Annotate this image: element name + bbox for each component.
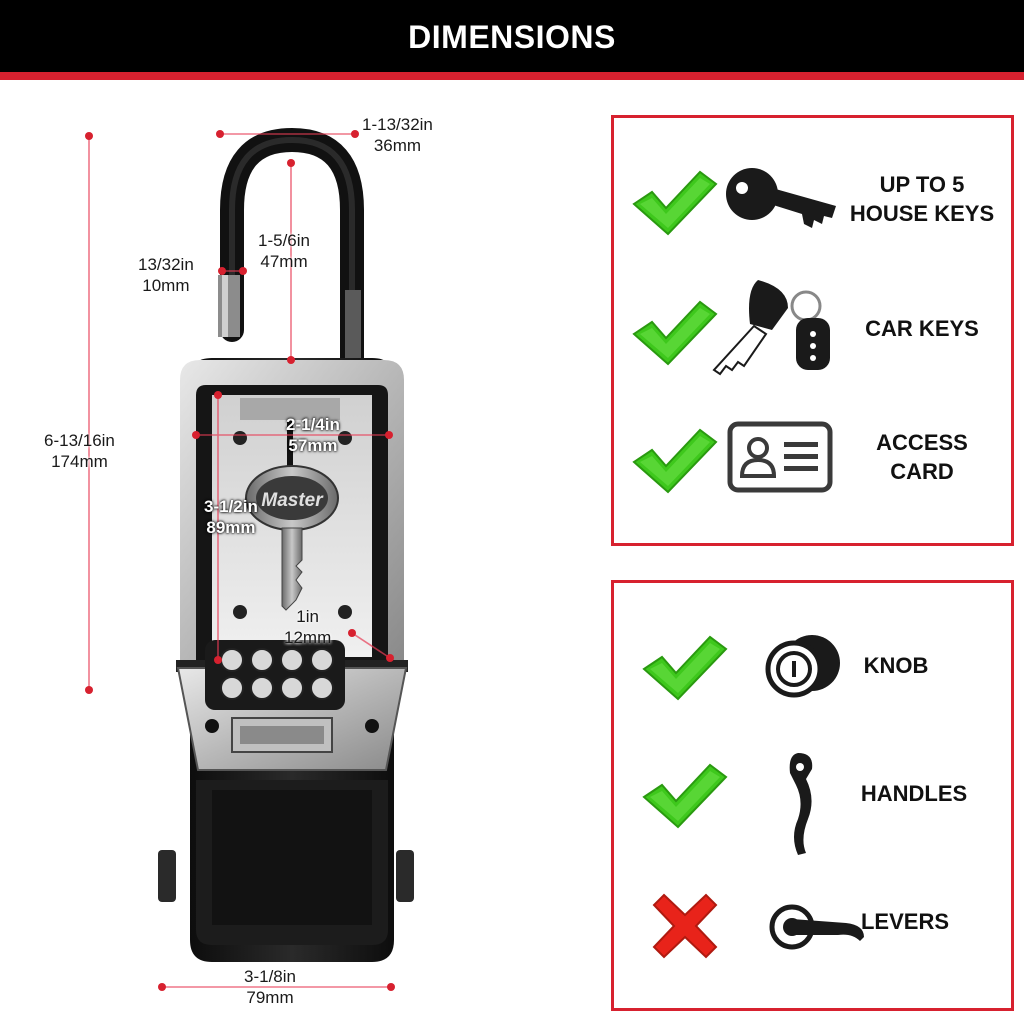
house-keys-label: UP TO 5 HOUSE KEYS (849, 172, 995, 226)
shackle-diameter-label: 13/32in 10mm (138, 255, 194, 295)
total-height-label: 6-13/16in 174mm (44, 431, 115, 471)
inner-width-label: 2-1/4in 57mm (286, 415, 340, 455)
inner-depth-label: 1in 12mm (284, 607, 332, 647)
mounting-row-knob: KNOB (614, 615, 1011, 715)
capacity-row-access-card: ACCESS CARD (614, 406, 1011, 506)
shackle-width-label: 1-13/32in 36mm (362, 115, 433, 155)
header-accent-stripe (0, 72, 1024, 80)
dimension-lines (88, 133, 391, 988)
door-knob-icon (765, 635, 840, 698)
shackle (218, 127, 364, 372)
access-card-label: ACCESS CARD (876, 430, 968, 484)
capacity-panel: UP TO 5 HOUSE KEYS CAR KEYS (611, 115, 1014, 546)
shackle-height-label: 1-5/6in 47mm (258, 231, 310, 271)
key-brand-logo: Master (261, 490, 324, 511)
house-key-icon (726, 168, 836, 228)
capacity-row-house-keys: UP TO 5 HOUSE KEYS (614, 148, 1011, 248)
mounting-panel: KNOB HANDLES LEVERS (611, 580, 1014, 1011)
mounting-row-handles: HANDLES (614, 743, 1011, 855)
total-width-label: 3-1/8in 79mm (244, 967, 296, 1007)
house-key: Master (245, 420, 339, 611)
door-handle-icon (789, 753, 813, 855)
dimension-endpoints (85, 130, 395, 991)
car-keys-label: CAR KEYS (865, 316, 979, 341)
inner-height-label: 3-1/2in 89mm (204, 497, 258, 537)
checkmark-icon (642, 763, 728, 829)
checkmark-icon (642, 635, 728, 701)
combination-dial-panel (176, 640, 408, 771)
car-key-icon (712, 280, 830, 376)
mounting-row-levers: LEVERS (614, 875, 1011, 975)
handles-label: HANDLES (860, 781, 968, 806)
header-bar (0, 0, 1024, 72)
cross-icon (652, 893, 718, 959)
checkmark-icon (632, 428, 718, 494)
checkmark-icon (632, 170, 718, 236)
lockbox-illustration: Master (85, 127, 414, 991)
access-card-icon (727, 421, 833, 493)
checkmark-icon (632, 300, 718, 366)
levers-label: LEVERS (860, 909, 950, 934)
page-title: DIMENSIONS (408, 19, 616, 55)
knob-label: KNOB (863, 653, 929, 678)
door-lever-icon (769, 904, 864, 950)
capacity-row-car-keys: CAR KEYS (614, 278, 1011, 378)
